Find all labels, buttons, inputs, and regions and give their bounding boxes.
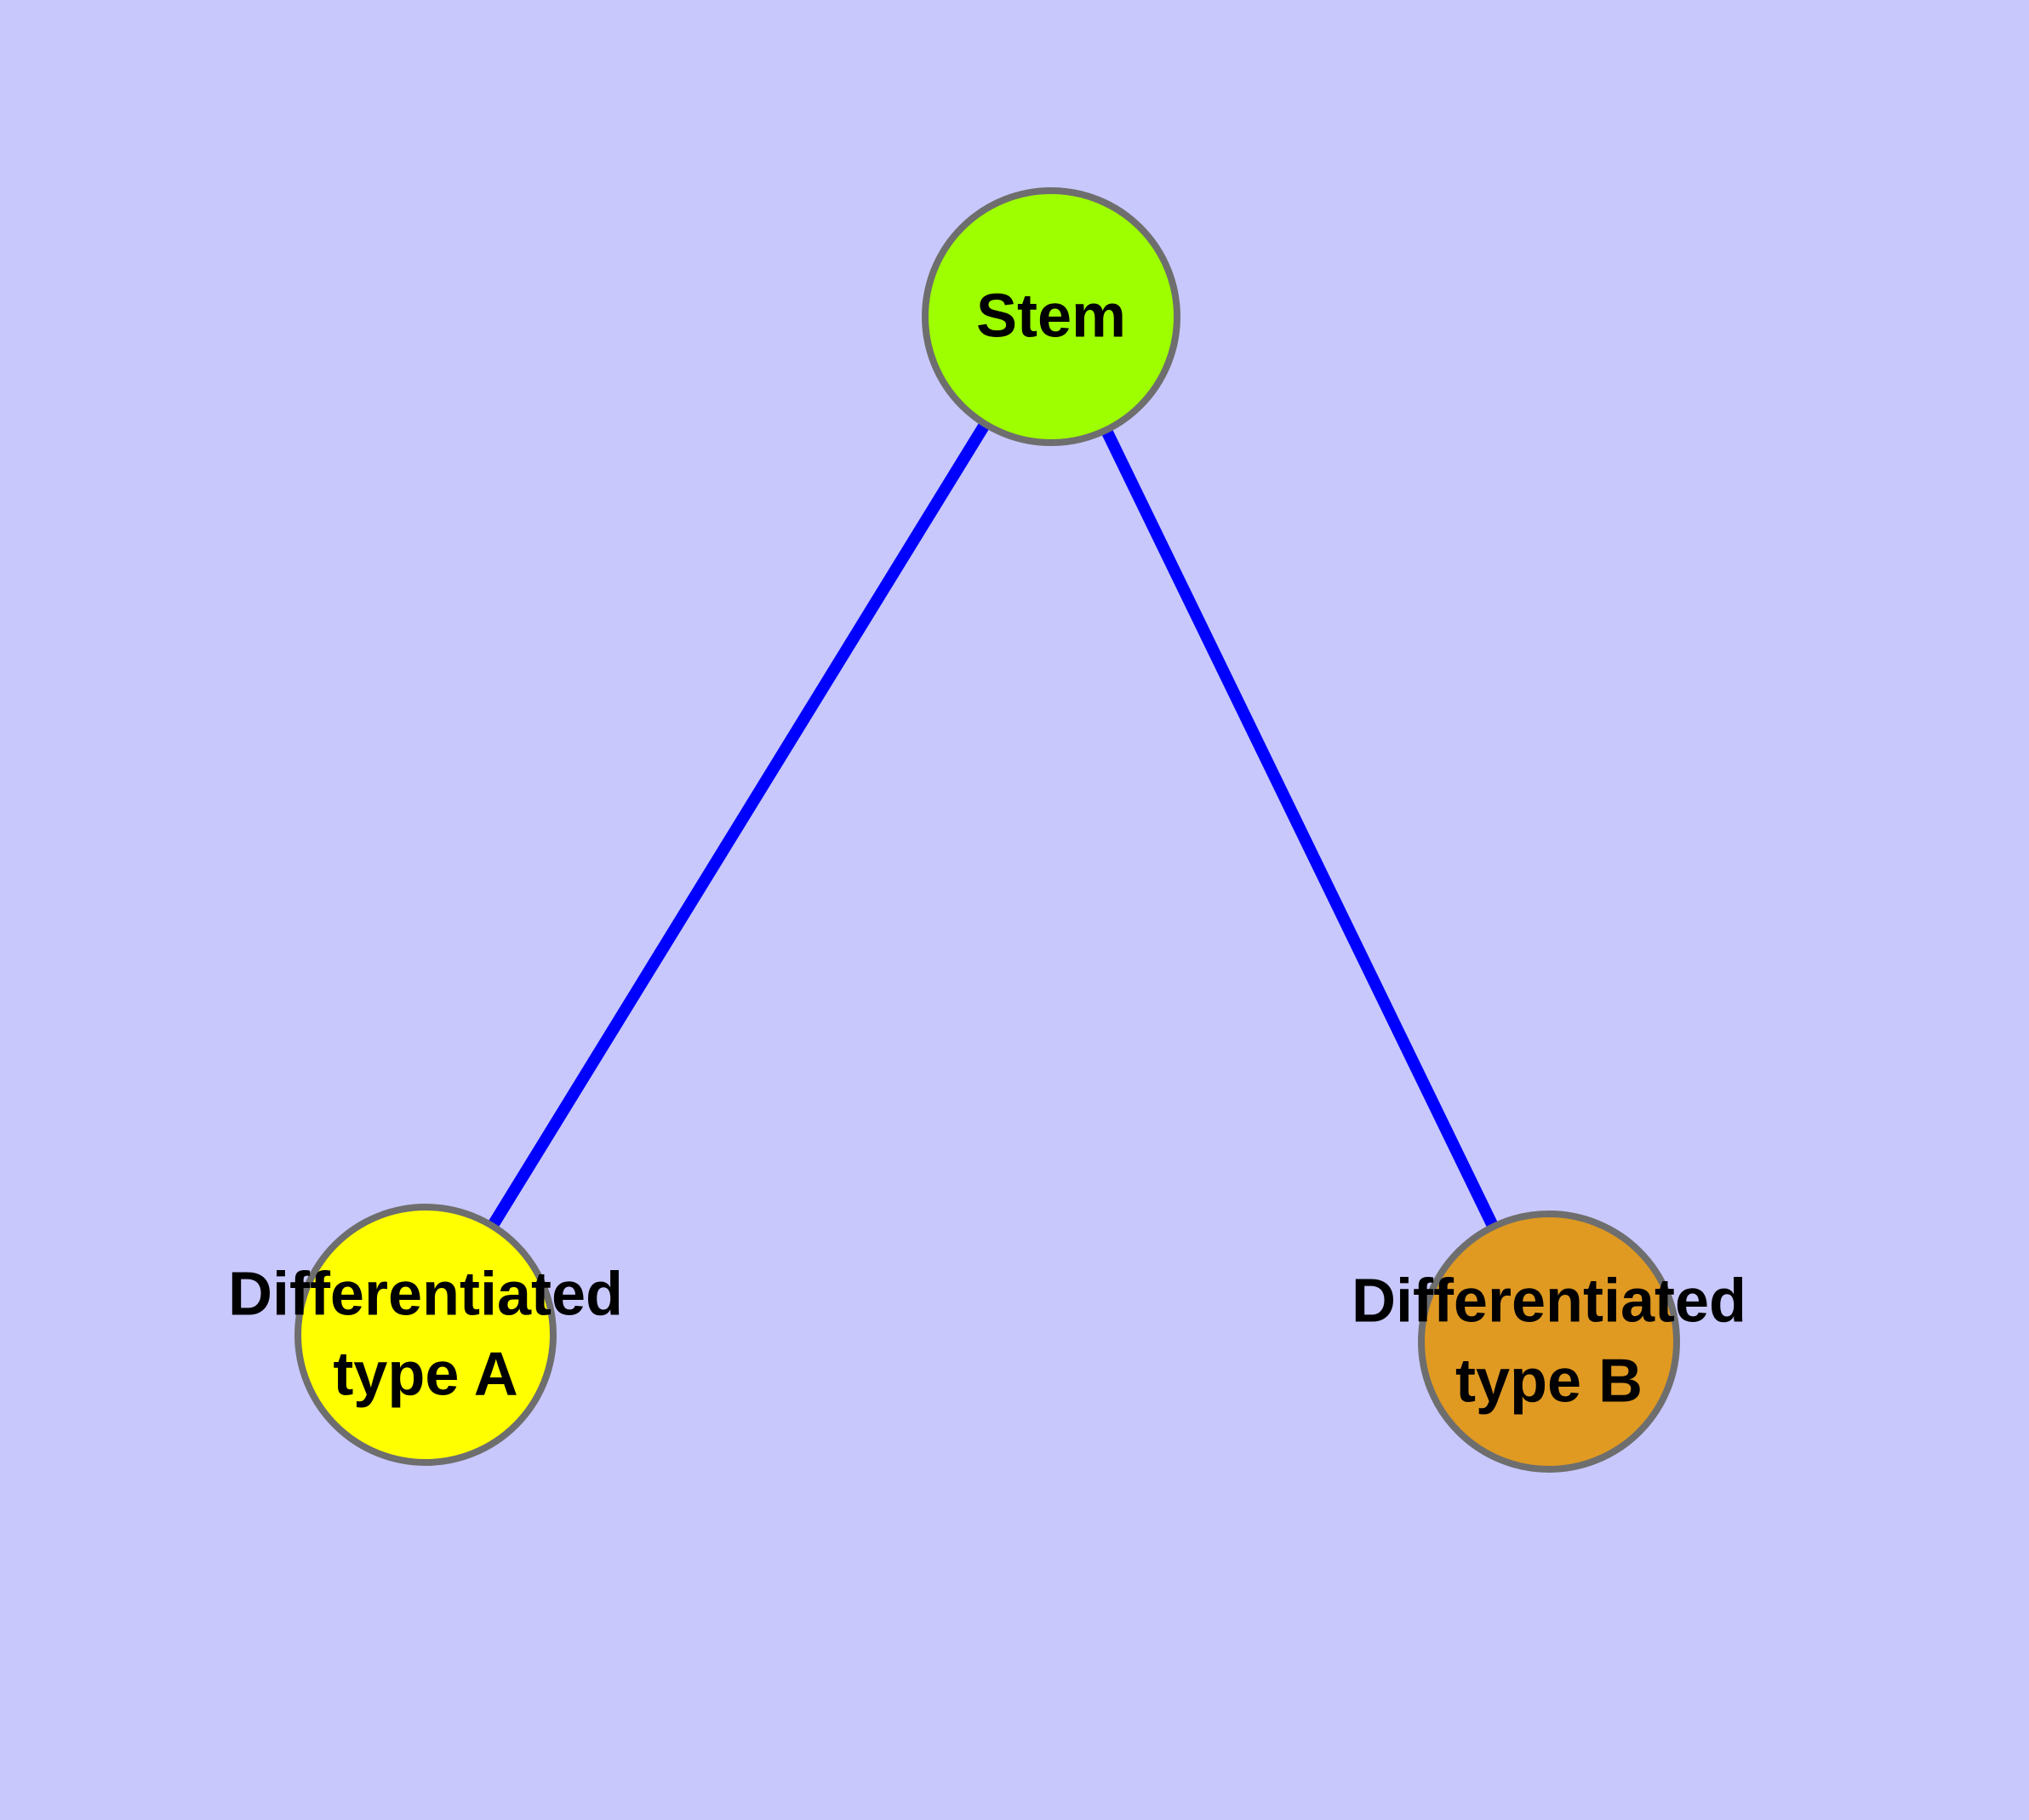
node-circle-differentiated-type-a[interactable] (294, 1204, 557, 1466)
edge-stem-to-differentiated-type-a[interactable] (420, 313, 1056, 1338)
edge-stem-to-differentiated-type-b[interactable] (1045, 313, 1555, 1345)
nodes-layer (294, 187, 1680, 1473)
node-circle-differentiated-type-b[interactable] (1418, 1210, 1680, 1473)
node-circle-stem[interactable] (922, 187, 1180, 446)
edges-layer (420, 313, 1555, 1345)
